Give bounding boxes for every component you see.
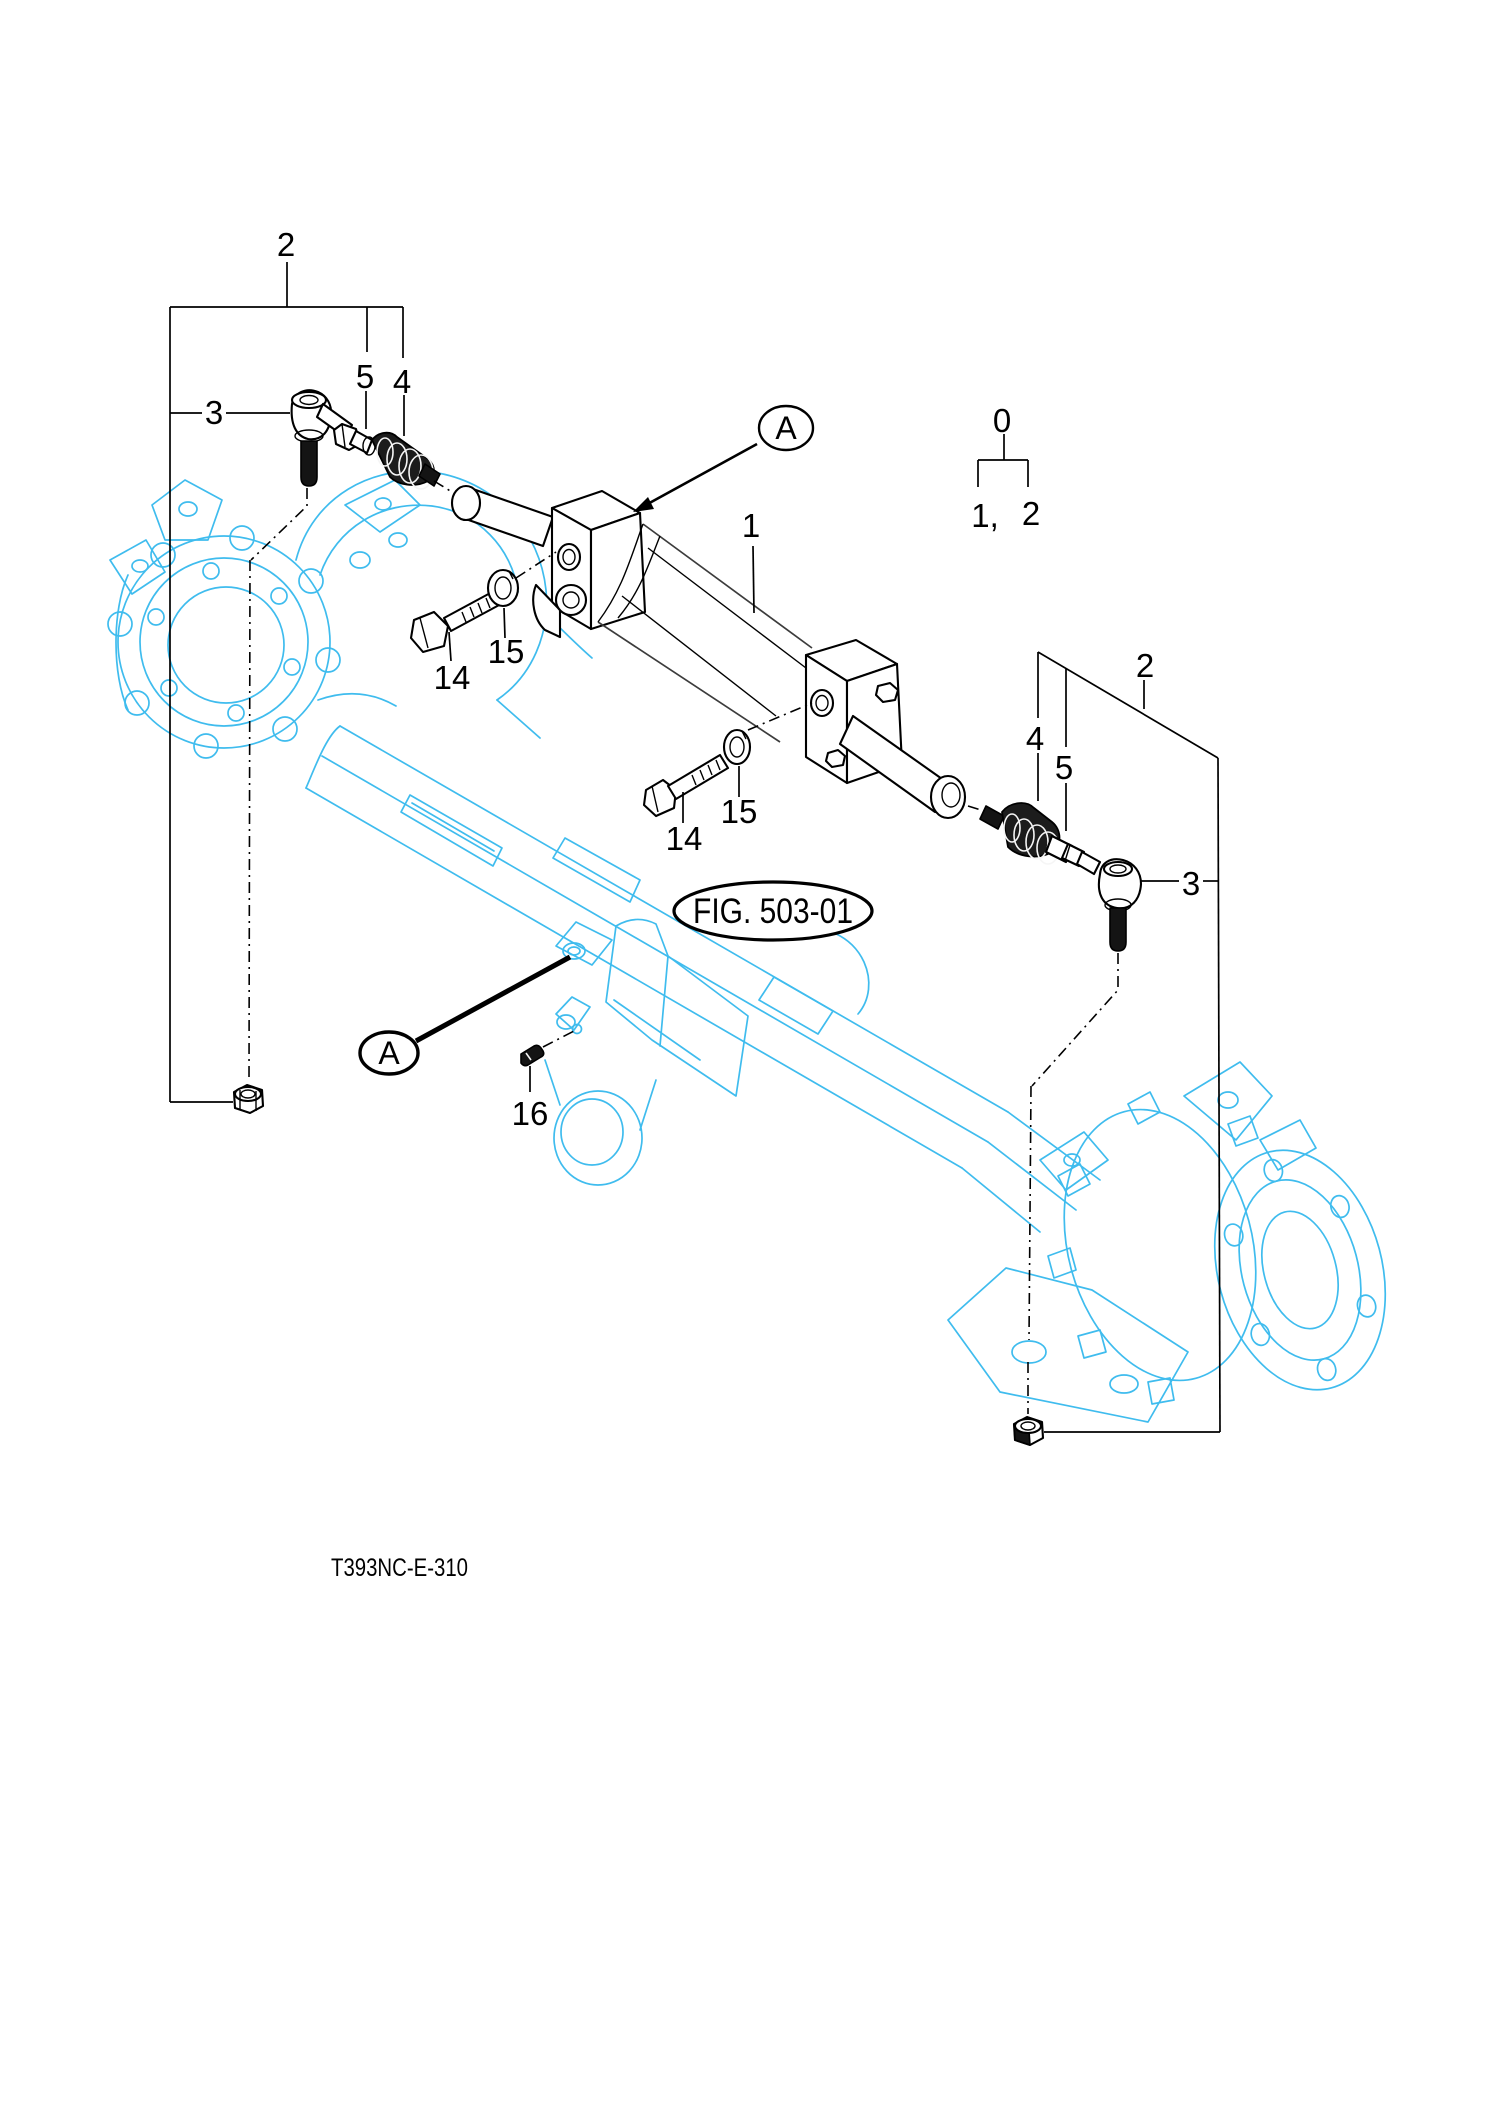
power-steering-cylinder — [450, 484, 967, 820]
arrowhead-icon — [633, 497, 654, 512]
lock-washer-rear — [722, 728, 752, 766]
rod-thread-tip-left — [418, 463, 441, 487]
stud-nut-right — [1012, 1415, 1045, 1447]
stopper-pin — [520, 1044, 545, 1067]
mount-hole-front — [556, 542, 582, 572]
fig-reference-text: FIG. 503-01 — [693, 892, 853, 931]
callout-14-rear: 14 — [666, 820, 703, 857]
callout-2-right: 2 — [1136, 647, 1154, 684]
lock-washer-front — [486, 568, 520, 608]
ball-stud-left — [300, 440, 318, 487]
callout-2-left: 2 — [277, 226, 295, 263]
callout-3-left: 3 — [205, 394, 223, 431]
ball-joint-boot-right — [979, 802, 1061, 865]
callout-0-sub-1: 1, — [971, 497, 999, 534]
ball-joint-boot-left — [371, 431, 441, 490]
callout-lines — [169, 262, 1221, 1433]
mount-bolt-rear — [642, 753, 730, 818]
ball-stud-right — [1109, 907, 1127, 952]
tie-rod-end-right — [1075, 850, 1143, 952]
callout-3-right: 3 — [1182, 865, 1200, 902]
callout-0-sub-2: 2 — [1022, 495, 1040, 532]
callout-5-right: 5 — [1055, 749, 1073, 786]
callout-15-front: 15 — [488, 633, 525, 670]
mount-hole-rear — [809, 688, 835, 718]
detail-marker-top: A — [633, 404, 815, 512]
callout-16: 16 — [512, 1095, 549, 1132]
callout-5-left: 5 — [356, 358, 374, 395]
fig-reference-bubble — [672, 880, 874, 942]
drawing-code-text: T393NC-E-310 — [331, 1554, 468, 1582]
steering-cylinder-assembly-artwork — [232, 389, 1143, 1447]
callout-0: 0 — [993, 402, 1011, 439]
detail-marker-bottom: A — [358, 954, 572, 1076]
callout-4-right: 4 — [1026, 720, 1044, 757]
detail-a-top-label: A — [775, 410, 797, 446]
callout-1: 1 — [742, 507, 760, 544]
callout-4-left: 4 — [393, 363, 411, 400]
callout-15-rear: 15 — [721, 793, 758, 830]
callout-14-front: 14 — [434, 659, 471, 696]
hidden-part-leaders — [248, 480, 1119, 1414]
tie-rod-end-left — [290, 389, 362, 487]
rod-thread-tip-right — [979, 805, 1005, 830]
front-axle-housing-artwork — [107, 470, 1387, 1423]
detail-a-bottom-label: A — [378, 1035, 400, 1071]
stud-nut-left — [232, 1083, 265, 1115]
tie-rod-sleeve-left — [348, 429, 376, 456]
